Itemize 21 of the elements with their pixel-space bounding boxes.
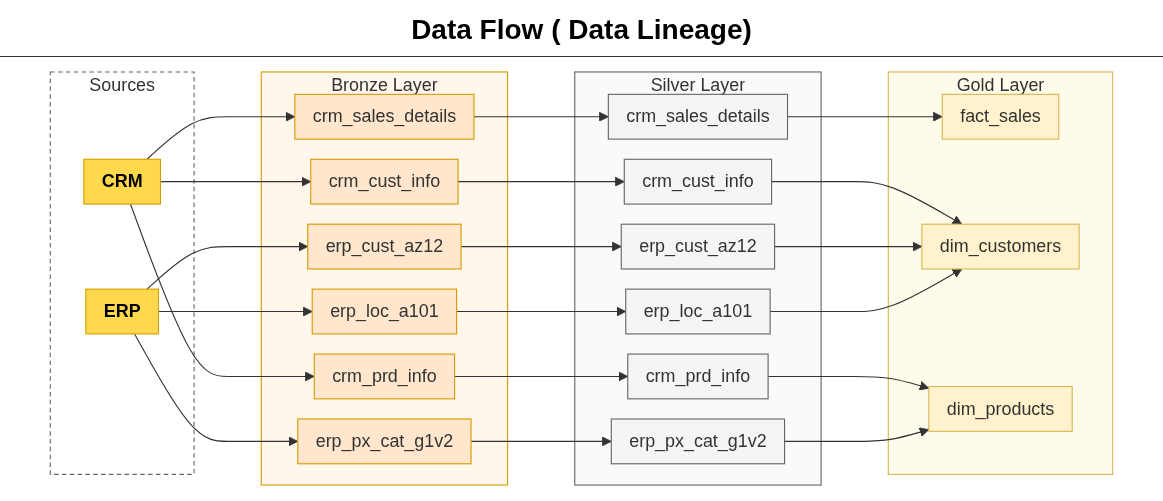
node-box: dim_products <box>928 385 1073 432</box>
node-box: erp_loc_a101 <box>311 288 458 335</box>
node-box: ERP <box>85 288 160 335</box>
node-box: dim_customers <box>921 223 1080 270</box>
node-box: crm_cust_info <box>623 158 773 205</box>
node-box: crm_prd_info <box>313 353 456 400</box>
arrow <box>771 181 963 225</box>
node-box: erp_px_cat_g1v2 <box>297 418 472 465</box>
arrow <box>129 203 315 382</box>
node-box: fact_sales <box>941 93 1060 140</box>
diagram-title: Data Flow ( Data Lineage) <box>0 0 1163 57</box>
node-box: erp_px_cat_g1v2 <box>610 418 786 465</box>
node-box: crm_prd_info <box>627 353 769 400</box>
arrow <box>784 427 930 442</box>
node-box: crm_sales_details <box>294 93 475 140</box>
node-box: erp_cust_az12 <box>620 223 776 270</box>
node-box: erp_cust_az12 <box>307 223 462 270</box>
node-box: CRM <box>83 158 162 205</box>
node-box: crm_sales_details <box>607 93 789 140</box>
node-box: crm_cust_info <box>310 158 459 205</box>
node-box: erp_loc_a101 <box>625 288 771 335</box>
